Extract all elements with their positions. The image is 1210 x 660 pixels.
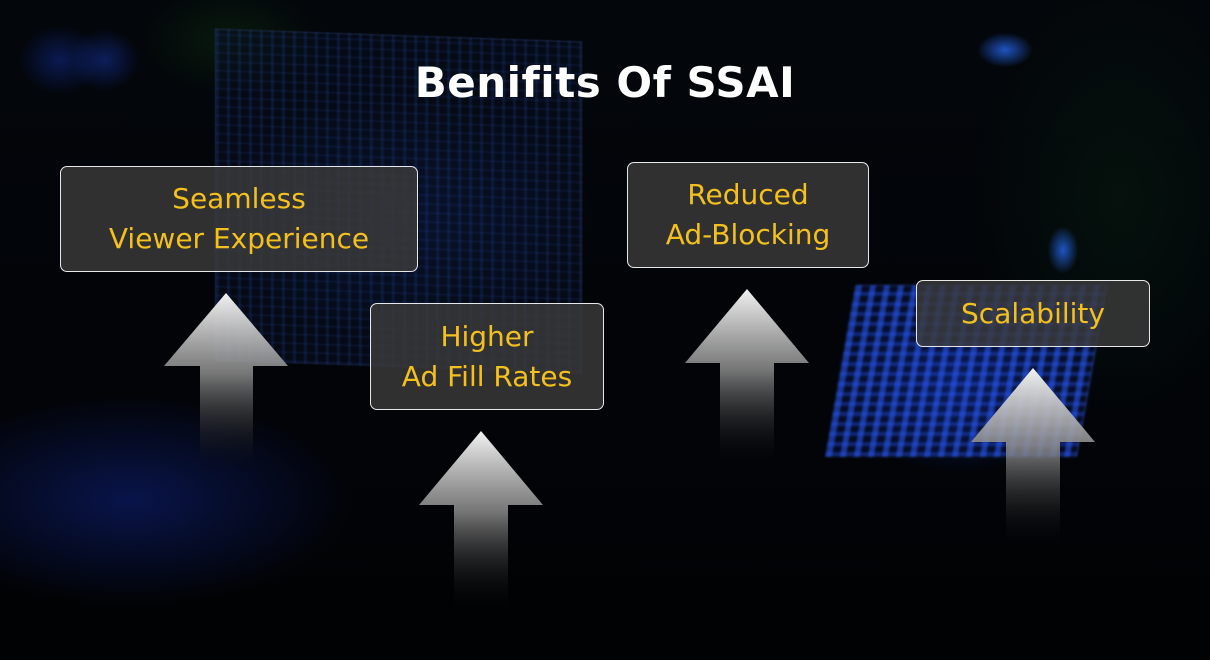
benefit-label: Seamless Viewer Experience xyxy=(108,182,370,255)
benefit-box-higher-ad-fill-rates: Higher Ad Fill Rates xyxy=(370,303,604,410)
up-arrow-icon xyxy=(419,431,543,611)
benefit-box-seamless-viewer-experience: Seamless Viewer Experience xyxy=(60,166,418,272)
benefit-label: Higher Ad Fill Rates xyxy=(401,319,573,393)
benefit-label: Scalability xyxy=(961,296,1105,330)
up-arrow-icon xyxy=(164,293,288,473)
benefit-box-reduced-ad-blocking: Reduced Ad-Blocking xyxy=(627,162,869,268)
benefit-label: Reduced Ad-Blocking xyxy=(665,178,831,251)
benefit-box-scalability: Scalability xyxy=(916,280,1150,347)
up-arrow-icon xyxy=(685,289,809,469)
up-arrow-icon xyxy=(971,368,1095,548)
page-title: Benifits Of SSAI xyxy=(414,58,796,107)
